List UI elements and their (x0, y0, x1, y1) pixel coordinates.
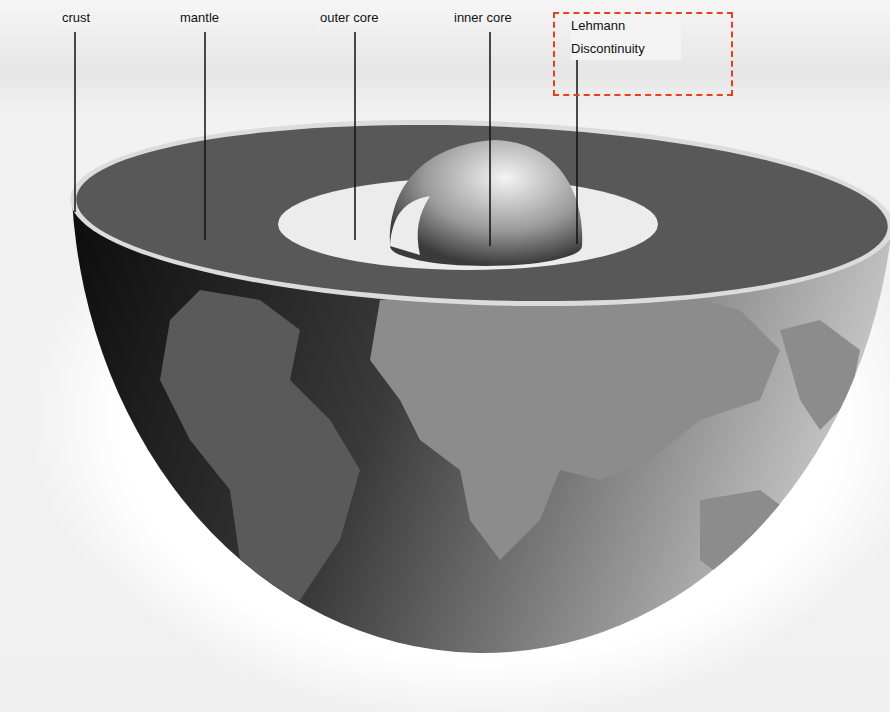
outer-core-notch (390, 196, 430, 255)
crust-rim (67, 107, 890, 320)
inner-core (390, 140, 582, 266)
mantle-face (73, 112, 890, 314)
callout-box: Lehmann Discontinuity (553, 12, 733, 96)
callout-text: Lehmann Discontinuity (571, 14, 681, 60)
part-label: crust (60, 10, 92, 26)
leader-lines (75, 32, 577, 246)
continents (160, 290, 860, 610)
part-label: outer core (318, 10, 381, 26)
part-label: mantle (178, 10, 221, 26)
part-label: inner core (452, 10, 514, 26)
